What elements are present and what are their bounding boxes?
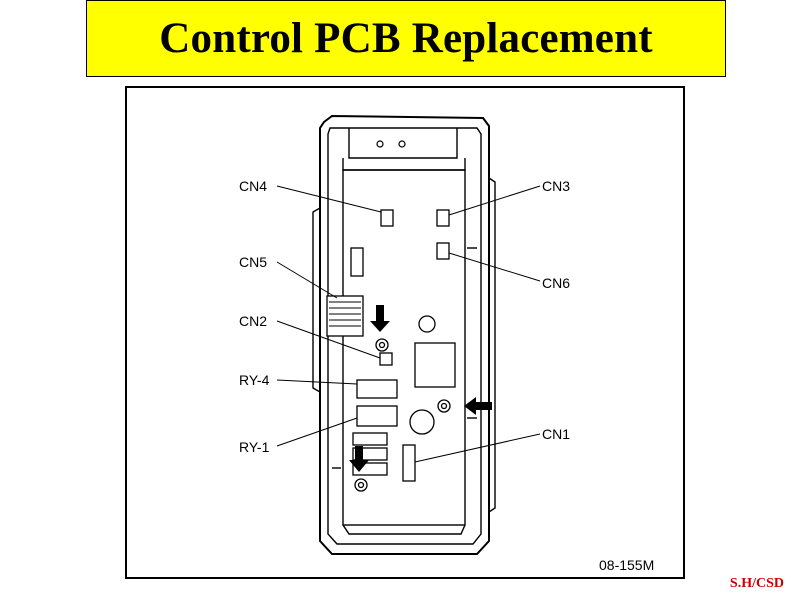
callout-cn5: CN5 xyxy=(239,254,267,270)
callout-cn6: CN6 xyxy=(542,275,570,291)
screw-upper-center xyxy=(378,341,386,349)
pcb-round-part-upper xyxy=(418,315,436,333)
figure-code: 08-155M xyxy=(599,557,654,573)
arrow-left-middle-screw-icon xyxy=(464,397,492,415)
connector-cn5 xyxy=(326,295,364,337)
connector-cn6 xyxy=(436,242,450,260)
screw-arrows xyxy=(349,305,492,472)
pcb-diagram: CN4 CN3 CN5 CN6 CN2 RY-4 RY-1 CN1 08-155… xyxy=(239,114,654,573)
callout-cn1: CN1 xyxy=(542,426,570,442)
pcb-part-square xyxy=(414,342,456,388)
pcb-components xyxy=(326,209,456,482)
screw-middle-center xyxy=(440,402,448,410)
callout-cn3: CN3 xyxy=(542,178,570,194)
connector-cn4 xyxy=(380,209,394,227)
arrow-down-lower-screw-icon xyxy=(349,446,369,472)
slide-title: Control PCB Replacement xyxy=(159,15,653,62)
pcb-part-vertical xyxy=(350,247,364,277)
screw-lower-center xyxy=(357,481,365,489)
screws xyxy=(354,338,451,492)
footer-credit: S.H/CSD xyxy=(729,576,784,591)
callout-ry4: RY-4 xyxy=(239,372,270,388)
arrow-down-upper-screw-icon xyxy=(370,305,390,332)
title-banner: Control PCB Replacement xyxy=(86,0,726,77)
callout-cn2: CN2 xyxy=(239,313,267,329)
relay-ry1 xyxy=(356,405,398,427)
connector-cn2 xyxy=(379,352,393,366)
mount-hole-right xyxy=(398,140,406,148)
leader-lines xyxy=(276,185,541,463)
connector-cn1 xyxy=(402,444,416,482)
callout-ry1: RY-1 xyxy=(239,439,270,455)
pcb-round-part-lower xyxy=(409,409,435,435)
mount-hole-left xyxy=(376,140,384,148)
pcb-housing xyxy=(312,114,496,555)
pcb-figure-frame: CN4 CN3 CN5 CN6 CN2 RY-4 RY-1 CN1 08-155… xyxy=(125,86,685,579)
pcb-part-stack-1 xyxy=(352,432,388,446)
cn5-wire-bundle xyxy=(329,301,361,327)
callout-cn4: CN4 xyxy=(239,178,267,194)
connector-cn3 xyxy=(436,209,450,227)
relay-ry4 xyxy=(356,379,398,399)
